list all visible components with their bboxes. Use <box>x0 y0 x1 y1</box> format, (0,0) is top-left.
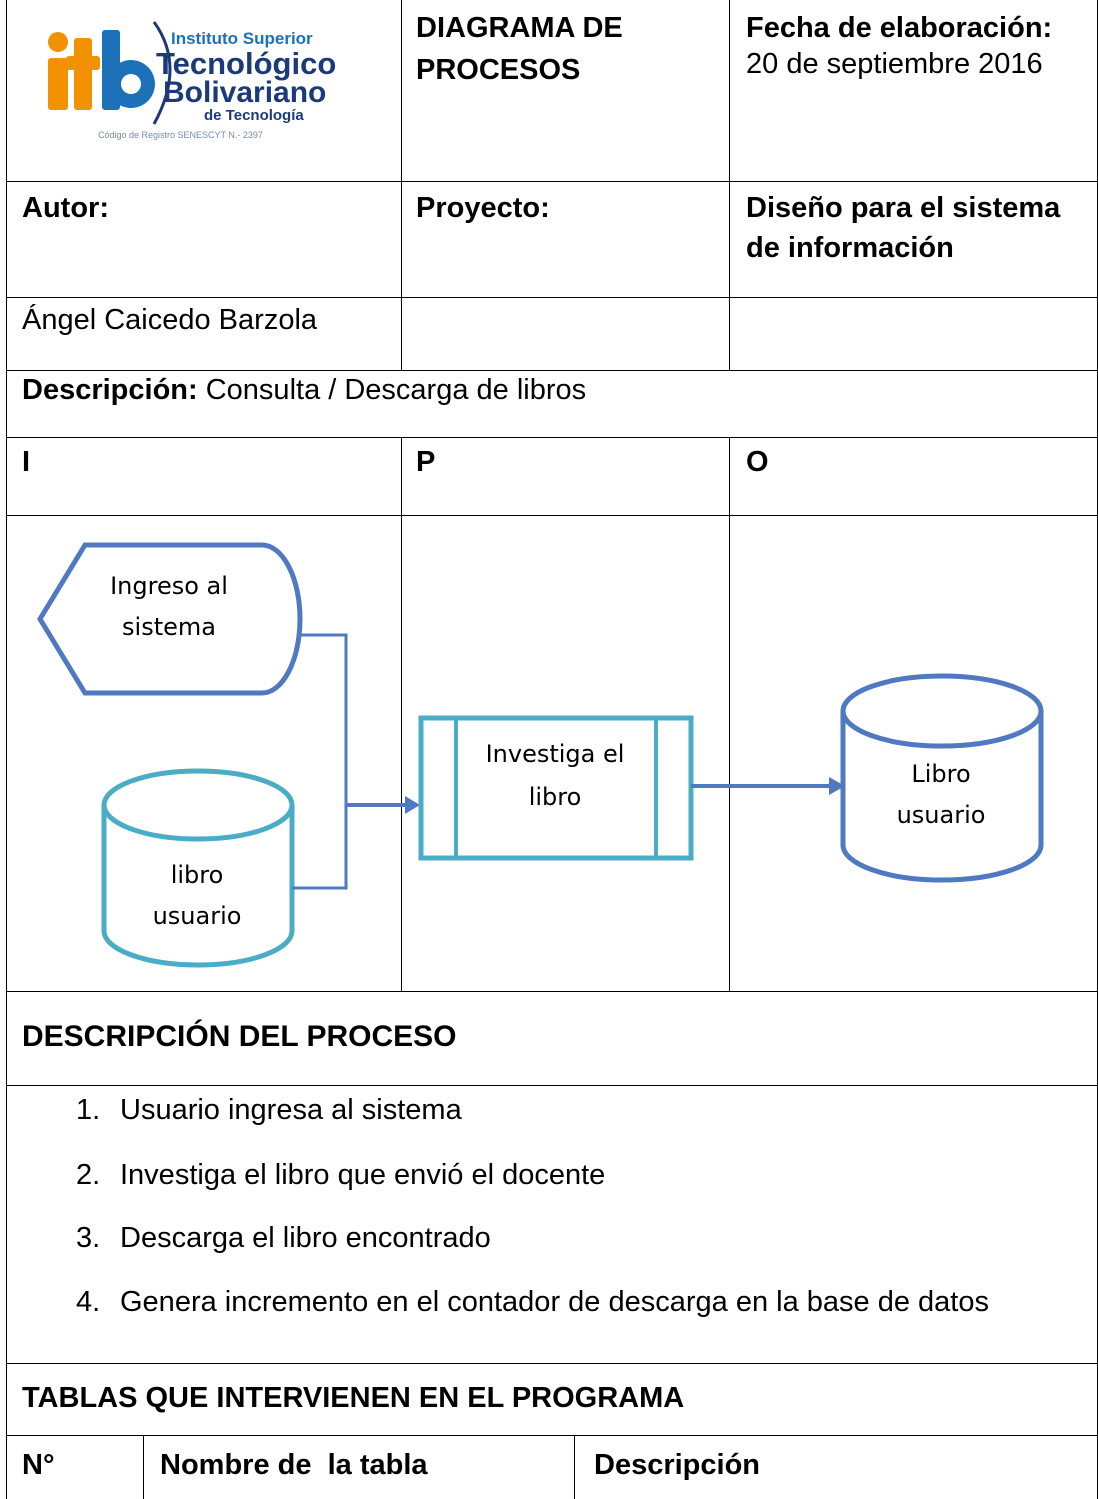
ipo-process-header: P <box>416 446 436 478</box>
row-line-4 <box>6 437 1098 438</box>
output-db-cylinder <box>840 673 1044 883</box>
output-db-line2: usuario <box>897 801 986 829</box>
doc-type-line2: PROCESOS <box>416 54 581 86</box>
author-value: Ángel Caicedo Barzola <box>22 304 318 336</box>
logo-line4: de Tecnología <box>204 107 304 124</box>
ipo-divider-1 <box>401 437 402 991</box>
date-value: 20 de septiembre 2016 <box>746 48 1043 80</box>
ipo-input-header: I <box>22 446 31 478</box>
row-line-8 <box>6 1363 1098 1364</box>
description-label: Descripción: <box>22 374 198 406</box>
row-line-9 <box>6 1435 1098 1436</box>
input-db-line2: usuario <box>153 902 242 930</box>
tables-divider-2 <box>574 1435 575 1499</box>
connector-display <box>301 633 348 805</box>
ipo-output-header: O <box>746 446 769 478</box>
process-flow-diagram: Ingreso al sistema libro usuario Investi… <box>37 542 1044 968</box>
table-border-left <box>6 0 7 1499</box>
step-text: Genera incremento en el contador de desc… <box>120 1286 989 1318</box>
step-number: 3. <box>76 1222 101 1254</box>
step-number: 1. <box>76 1094 101 1126</box>
list-item: 4. Genera incremento en el contador de de… <box>76 1284 989 1320</box>
ipo-divider-2 <box>729 437 730 991</box>
input-display-line1: Ingreso al <box>110 572 228 600</box>
project-value-line2: de información <box>746 232 954 264</box>
description-value: Consulta / Descarga de libros <box>205 374 587 406</box>
project-label: Proyecto: <box>416 192 550 224</box>
process-box <box>418 715 694 861</box>
connector-db <box>292 805 348 890</box>
logo-i-dot <box>48 32 68 52</box>
row-line-6 <box>6 991 1098 992</box>
process-description-title: DESCRIPCIÓN DEL PROCESO <box>22 1020 457 1053</box>
arrowhead-to-process <box>405 796 420 814</box>
logo-line5: Código de Registro SENESCYT N.- 2397 <box>98 130 263 140</box>
row-line-5 <box>6 515 1098 516</box>
step-text: Investiga el libro que envió el docente <box>120 1159 606 1191</box>
row-line-1 <box>6 181 1098 182</box>
tables-section-title: TABLAS QUE INTERVIENEN EN EL PROGRAMA <box>22 1382 685 1414</box>
logo-line1: Instituto Superior <box>171 29 313 48</box>
logo-i-stem <box>48 58 68 110</box>
list-item: 1. Usuario ingresa al sistema <box>76 1092 462 1128</box>
list-item: 3. Descarga el libro encontrado <box>76 1220 491 1256</box>
date-label: Fecha de elaboración: <box>746 12 1053 44</box>
list-item: 2. Investiga el libro que envió el docent… <box>76 1157 605 1193</box>
process-line1: Investiga el <box>486 740 625 768</box>
logo-line2: Tecnológico <box>156 46 336 81</box>
tables-divider-1 <box>143 1435 144 1499</box>
step-text: Usuario ingresa al sistema <box>120 1094 462 1126</box>
row-line-7 <box>6 1085 1098 1086</box>
step-number: 4. <box>76 1286 101 1318</box>
tables-col-description: Descripción <box>594 1449 760 1481</box>
tables-col-number: N° <box>22 1449 55 1481</box>
row-line-3 <box>6 370 1098 371</box>
project-value-line1: Diseño para el sistema <box>746 192 1061 224</box>
step-text: Descarga el libro encontrado <box>120 1222 491 1254</box>
row-line-2 <box>6 297 1098 298</box>
description-row: Descripción: Consulta / Descarga de libr… <box>22 372 586 408</box>
input-display-line2: sistema <box>122 613 216 641</box>
col-divider-1 <box>401 0 402 370</box>
col-divider-2 <box>729 0 730 370</box>
arrowhead-to-output <box>829 777 845 795</box>
process-line2: libro <box>529 783 582 811</box>
input-db-cylinder <box>101 768 295 968</box>
tables-col-name: Nombre de la tabla <box>160 1449 428 1481</box>
doc-type-line1: DIAGRAMA DE <box>416 12 623 44</box>
output-db-line1: Libro <box>911 760 970 788</box>
input-db-line1: libro <box>171 861 224 889</box>
institution-logo: Instituto Superior Tecnológico Bolivaria… <box>48 21 336 140</box>
author-label: Autor: <box>22 192 109 224</box>
input-display-shape <box>37 542 303 696</box>
step-number: 2. <box>76 1159 101 1191</box>
logo-line3: Bolivariano <box>163 76 326 109</box>
